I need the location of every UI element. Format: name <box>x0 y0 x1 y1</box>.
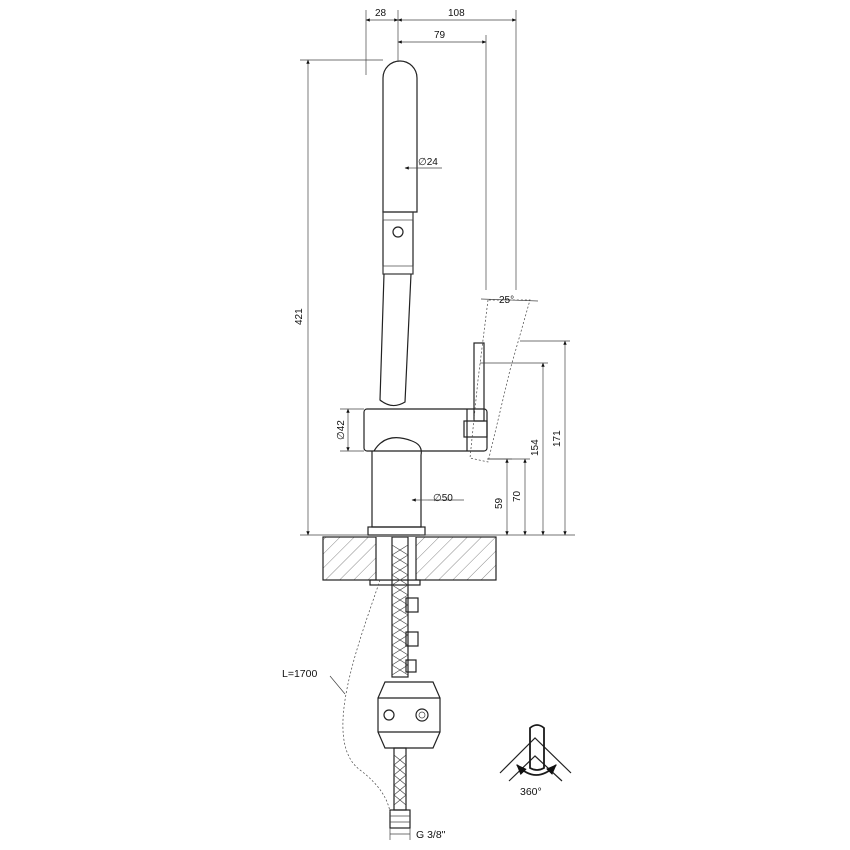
thread-label: G 3/8" <box>389 828 446 841</box>
spout <box>379 60 418 407</box>
spout-button-icon <box>392 226 404 238</box>
weight-connector-icon <box>415 708 429 722</box>
label-thread: G 3/8" <box>416 829 446 841</box>
dim-108: 108 <box>448 8 465 19</box>
dim-421: 421 <box>294 308 305 325</box>
faucet-body <box>363 299 531 536</box>
rotation-arrow-icon <box>516 764 557 776</box>
dim-79: 79 <box>434 30 446 41</box>
dim-angle-25: 25° <box>499 295 514 306</box>
dim-59: 59 <box>494 497 505 509</box>
top-dimensions: 28 108 79 <box>365 8 517 290</box>
hose-weight <box>377 681 441 749</box>
spout-diameter-dim: ∅24 <box>404 157 442 170</box>
weight-screw-icon <box>383 709 395 721</box>
dim-171: 171 <box>552 430 563 447</box>
dim-154: 154 <box>530 439 541 456</box>
body-diameter-dim: ∅42 <box>336 408 364 452</box>
dim-28: 28 <box>375 8 387 19</box>
base-plate <box>367 526 426 536</box>
dim-diameter-24: ∅24 <box>418 157 438 168</box>
base-diameter-dim: ∅50 <box>411 493 464 504</box>
rotation-symbol: 360° <box>499 724 572 798</box>
dim-diameter-50: ∅50 <box>433 493 453 504</box>
lever-handle <box>473 342 485 422</box>
right-height-dims: 59 70 154 171 <box>420 340 575 536</box>
angle-dim: 25° <box>480 295 539 306</box>
label-360: 360° <box>520 786 542 798</box>
countertop <box>322 536 497 586</box>
label-l1700: L=1700 <box>282 668 317 680</box>
dim-diameter-42: ∅42 <box>336 420 347 440</box>
height-421-dim: 421 <box>294 59 383 536</box>
dim-70: 70 <box>512 490 523 502</box>
supply-hoses <box>342 536 419 829</box>
hose-length-label: L=1700 <box>282 668 346 695</box>
